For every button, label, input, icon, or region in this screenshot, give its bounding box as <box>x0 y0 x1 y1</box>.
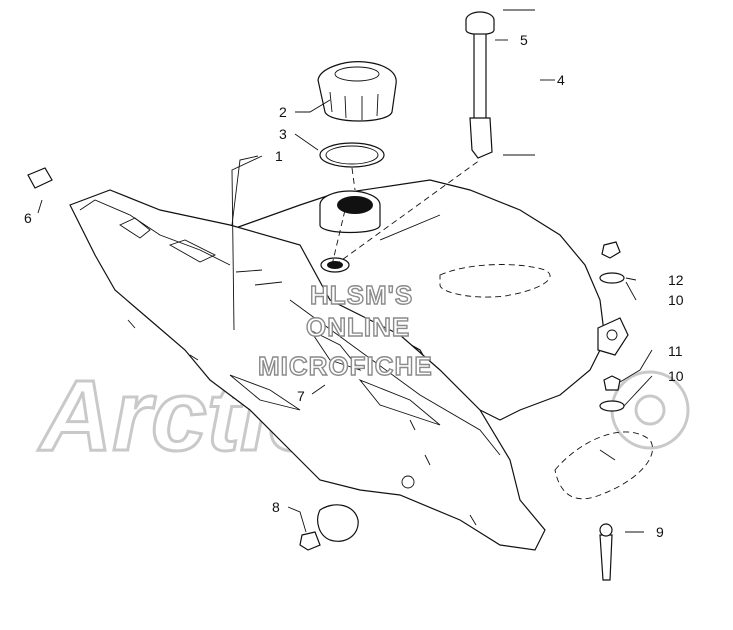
callout-5: 5 <box>520 32 528 48</box>
callout-8: 8 <box>272 499 280 515</box>
callout-10-lower: 10 <box>668 368 684 384</box>
bracket-clip <box>27 167 53 189</box>
fuel-gauge <box>465 9 535 159</box>
fasteners-right <box>599 241 625 412</box>
watermark-line3: MICROFICHE <box>258 351 433 381</box>
callout-10-upper: 10 <box>668 292 684 308</box>
watermark-text: HLSM'S ONLINE MICROFICHE <box>257 279 433 381</box>
callout-2: 2 <box>279 104 287 120</box>
callout-11: 11 <box>668 343 683 359</box>
leader-lines <box>37 39 653 533</box>
fuel-tank <box>228 179 629 421</box>
callouts: 1 2 3 4 5 6 7 8 9 10 10 11 12 <box>24 32 684 540</box>
watermark-line1: HLSM'S <box>310 280 413 310</box>
callout-12: 12 <box>668 272 684 288</box>
skid-plate <box>554 431 653 581</box>
callout-3: 3 <box>279 126 287 142</box>
callout-1: 1 <box>275 148 283 164</box>
fuel-cap <box>317 61 397 122</box>
callout-6: 6 <box>24 210 32 226</box>
cap-gasket <box>319 142 385 168</box>
fasteners-bottom <box>299 475 415 551</box>
callout-7: 7 <box>297 388 305 404</box>
callout-9: 9 <box>656 524 664 540</box>
tank-shroud <box>69 189 546 551</box>
watermark-line2: ONLINE <box>306 312 410 342</box>
callout-4: 4 <box>557 72 565 88</box>
